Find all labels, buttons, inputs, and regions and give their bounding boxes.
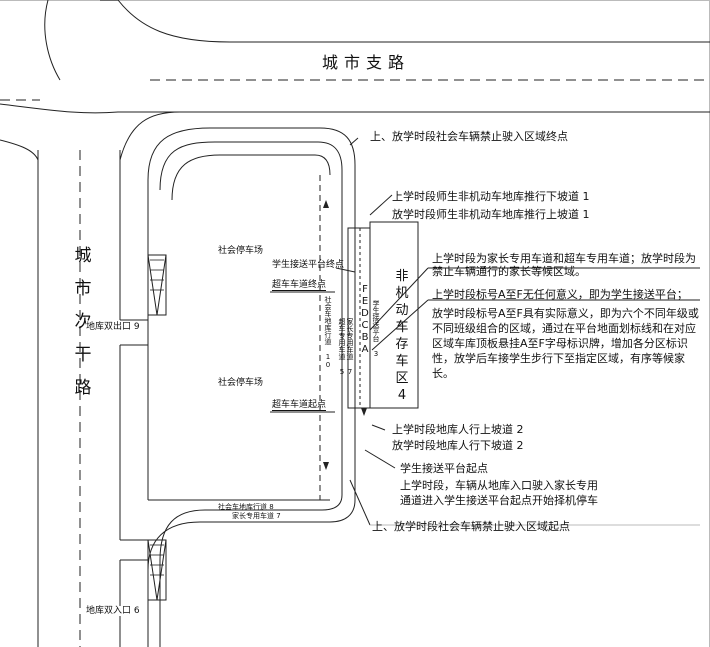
after-school-note: 放学时段标号A至F具有实际意义，即为六个不同年级或不同班级组合的区域，通过在平台… [432, 307, 699, 380]
platform-vertical: 学生接送平台 3 [372, 300, 380, 358]
zone-letter: E [361, 296, 369, 307]
zone-letter: C [361, 320, 369, 331]
social-lane-vertical: 社会车地库行道 10 [324, 296, 332, 369]
platform-end-label: 学生接送平台终点 [272, 260, 345, 270]
walk-up-2-label: 上学时段地库人行上坡道 2 [392, 423, 524, 436]
branch-road-edge-bottom [0, 103, 710, 114]
social-parking-bottom: 社会停车场 [218, 378, 264, 388]
zone-letter: A [361, 344, 369, 355]
platform-start-label: 学生接送平台起点 [400, 462, 488, 475]
ramp-down-1-label: 上学时段师生非机动车地库推行下坡道 1 [392, 190, 590, 203]
site-boundary-outer [147, 127, 356, 647]
garage-exit-9-label: 地库双出口 9 [86, 322, 140, 332]
overtake-end-label: 超车车道终点 [272, 280, 327, 291]
entry-note: 上学时段，车辆从地库入口驶入家长专用通道进入学生接送平台起点开始择机停车 [400, 479, 598, 507]
social-ban-end-label: 上、放学时段社会车辆禁止驶入区域终点 [370, 130, 568, 143]
zone-letter: F [362, 284, 368, 295]
overtake-lane-vertical: 超车专用车道 5 [338, 318, 346, 376]
social-ban-start-label: 上、放学时段社会车辆禁止驶入区域起点 [372, 520, 570, 533]
walk-down-2-label: 放学时段地库人行下坡道 2 [392, 439, 524, 452]
garage-entry-6-label: 地库双入口 6 [86, 606, 140, 616]
branch-road-label: 城市支路 [322, 53, 411, 72]
overtake-start-label: 超车车道起点 [272, 400, 327, 411]
zone-letter: D [361, 308, 369, 319]
zone-letter: B [361, 332, 369, 343]
nonmotor-zone-outline [369, 221, 419, 409]
lane-label-bottom: 社会车地库行道 8 [218, 503, 274, 511]
parent-lane-vertical: 家长专用车道 7 [346, 318, 354, 376]
parent-lane-note: 上学时段为家长专用车道和超车专用车道；放学时段为禁止车辆通行的家长等候区域。 [432, 252, 696, 278]
zone-letters: F E D C B A [360, 284, 370, 356]
parent-lane-label-bottom: 家长专用车道 7 [232, 512, 281, 520]
nonmotor-zone-label: 非机动车存车区 4 [395, 269, 409, 403]
ramp-up-1-label: 放学时段师生非机动车地库推行上坡道 1 [392, 208, 590, 221]
letters-note: 上学时段标号A至F无任何意义，即为学生接送平台； [432, 288, 688, 301]
social-parking-top: 社会停车场 [218, 246, 264, 256]
branch-road-edge-top [117, 0, 710, 43]
